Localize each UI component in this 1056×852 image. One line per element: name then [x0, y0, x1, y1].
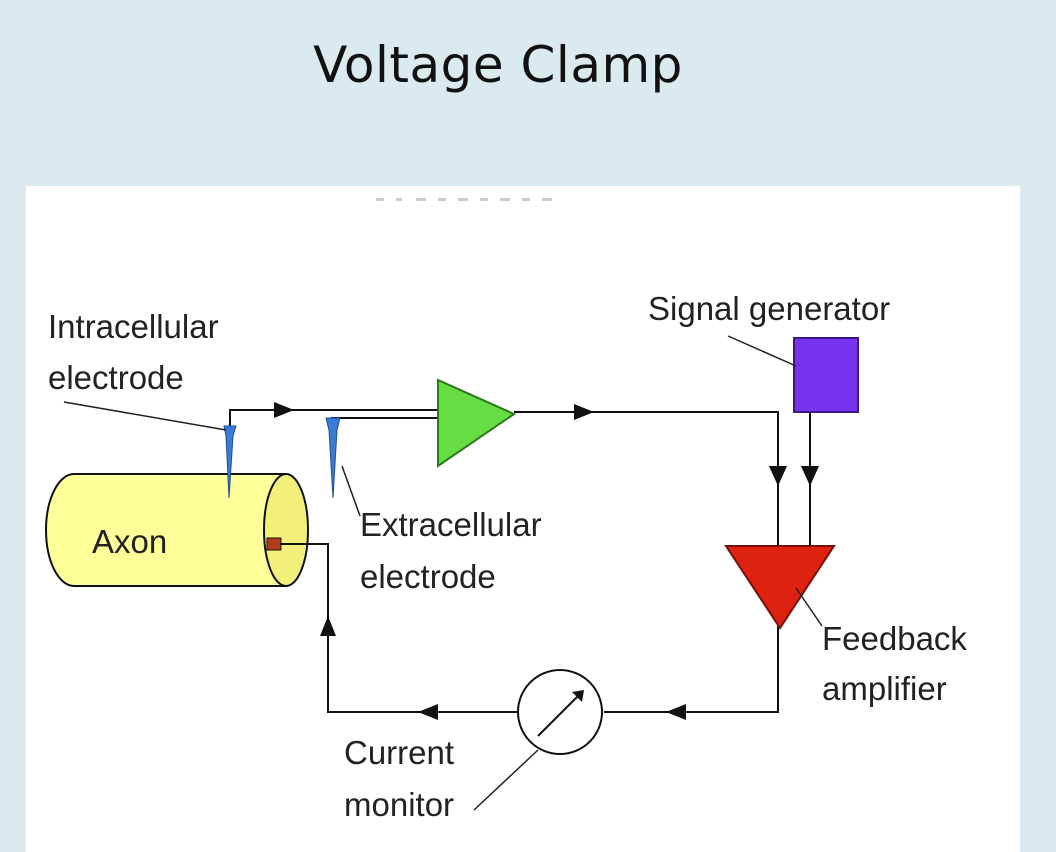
intracellular-label-line2: electrode	[48, 359, 184, 396]
current-monitor-gauge	[517, 669, 603, 755]
leader-lines	[63, 335, 823, 811]
diagram-panel: Axon	[26, 186, 1020, 852]
current-monitor-label-line2: monitor	[344, 786, 454, 823]
arrow-right-1	[274, 402, 294, 418]
feedback-label-line2: amplifier	[822, 670, 947, 707]
arrow-down-2	[801, 466, 819, 486]
arrowheads	[274, 402, 819, 720]
feedback-label-line1: Feedback	[822, 620, 967, 657]
extracellular-electrode	[325, 417, 341, 499]
circuit-wires	[229, 409, 811, 713]
feedback-amplifier	[724, 545, 836, 630]
intracellular-label-line1: Intracellular	[48, 308, 219, 345]
extracellular-label-line1: Extracellular	[360, 506, 542, 543]
arrow-down-1	[769, 466, 787, 486]
arrow-left-1	[666, 704, 686, 720]
axon-electrode-tip	[266, 537, 282, 551]
slide-title: Voltage Clamp	[313, 36, 683, 94]
axon-cylinder: Axon	[45, 473, 309, 587]
arrow-left-2	[418, 704, 438, 720]
voltage-clamp-diagram: Axon	[45, 198, 967, 823]
extracellular-label-line2: electrode	[360, 558, 496, 595]
signal-generator-label: Signal generator	[648, 290, 890, 327]
axon-label: Axon	[92, 523, 167, 560]
signal-generator-box	[793, 337, 859, 413]
current-monitor-label-line1: Current	[344, 734, 454, 771]
intracellular-electrode	[223, 425, 237, 499]
arrow-right-2	[574, 404, 594, 420]
top-artifact	[376, 198, 552, 201]
arrow-up-1	[320, 616, 336, 636]
differential-amplifier	[437, 378, 517, 468]
